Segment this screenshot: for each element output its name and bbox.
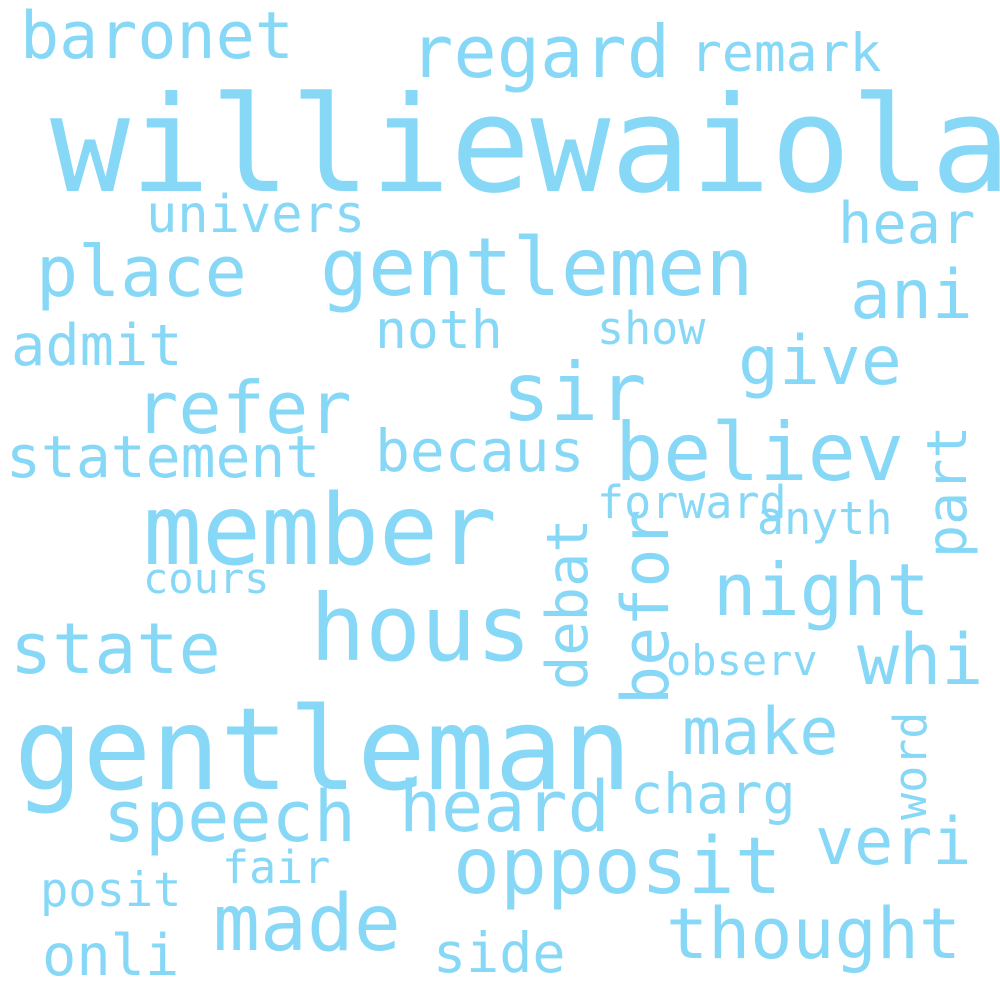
word-charg: charg: [630, 762, 796, 826]
word-word: word: [884, 711, 937, 820]
word-regard: regard: [410, 10, 671, 94]
word-befor: befor: [609, 509, 684, 705]
word-heard: heard: [399, 766, 610, 848]
word-opposit: opposit: [453, 822, 782, 912]
word-statement: statement: [6, 423, 321, 491]
word-baronet: baronet: [20, 0, 294, 74]
word-hous: hous: [310, 575, 532, 682]
word-gentlemen: gentlemen: [320, 221, 754, 314]
word-posit: posit: [40, 863, 182, 918]
word-observ: observ: [666, 636, 818, 685]
word-remark: remark: [690, 23, 882, 84]
word-give: give: [738, 322, 902, 401]
word-cours: cours: [143, 554, 270, 603]
word-member: member: [143, 474, 498, 588]
word-ani: ani: [850, 256, 973, 335]
word-univers: univers: [146, 185, 366, 245]
word-made: made: [213, 879, 401, 969]
word-night: night: [713, 548, 930, 632]
word-whi: whi: [857, 619, 984, 701]
word-noth: noth: [375, 300, 503, 361]
word-admit: admit: [11, 313, 183, 379]
word-refer: refer: [135, 366, 352, 450]
word-fair: fair: [222, 841, 331, 894]
word-state: state: [10, 608, 221, 690]
word-make: make: [682, 695, 839, 770]
word-show: show: [597, 302, 706, 355]
word-forward: forward: [597, 476, 787, 529]
word-speech: speech: [103, 776, 356, 858]
word-sir: sir: [502, 346, 647, 439]
word-anyth: anyth: [757, 492, 893, 545]
word-place: place: [36, 231, 247, 313]
word-onli: onli: [42, 923, 180, 989]
word-debat: debat: [535, 518, 601, 690]
word-part: part: [915, 425, 979, 558]
word-hear: hear: [838, 191, 976, 257]
word-gentleman: gentleman: [14, 683, 632, 816]
word-becaus: becaus: [375, 417, 585, 485]
word-williewaiola: williewaiola: [50, 69, 1000, 223]
word-side: side: [433, 921, 566, 985]
word-believ: believ: [615, 406, 904, 499]
word-thought: thought: [666, 893, 962, 975]
word-veri: veri: [815, 805, 972, 880]
